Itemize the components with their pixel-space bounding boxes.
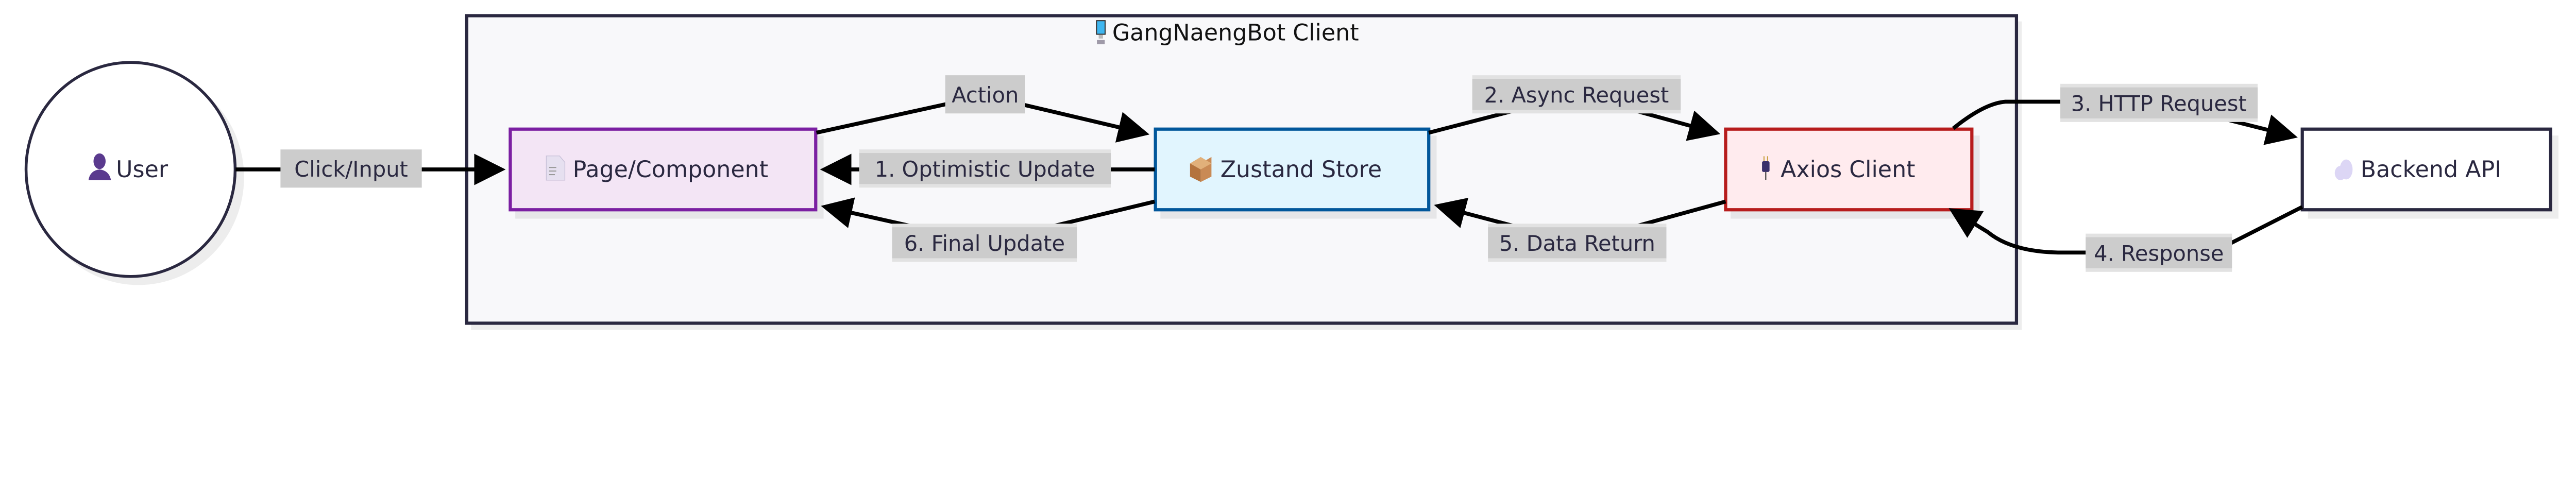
svg-text:3. HTTP Request: 3. HTTP Request	[2071, 91, 2247, 116]
document-icon	[546, 155, 566, 181]
svg-text:1. Optimistic Update: 1. Optimistic Update	[875, 157, 1095, 182]
node-user[interactable]: User	[24, 61, 244, 285]
svg-text:4. Response: 4. Response	[2094, 241, 2224, 266]
electric-plug-icon	[1762, 156, 1770, 180]
edge-label-response: 4. Response	[2086, 233, 2232, 272]
node-backend-api[interactable]: Backend API	[2300, 127, 2558, 219]
person-silhouette-icon	[88, 153, 111, 180]
node-page-component[interactable]: Page/Component	[509, 127, 824, 219]
cloud-icon	[2334, 159, 2353, 180]
edge-label-optimistic-update: 1. Optimistic Update	[859, 149, 1111, 188]
node-axios-client[interactable]: Axios Client	[1724, 127, 1980, 219]
svg-text:Click/Input: Click/Input	[294, 157, 408, 182]
edge-label-action: Action	[945, 75, 1025, 114]
node-zustand-store[interactable]: Zustand Store	[1154, 127, 1437, 219]
desktop-computer-icon	[1096, 20, 1106, 44]
node-label: Page/Component	[573, 157, 768, 183]
node-label: Backend API	[2361, 157, 2502, 183]
svg-text:2. Async Request: 2. Async Request	[1484, 82, 1669, 108]
edge-label-final-update: 6. Final Update	[892, 224, 1077, 262]
svg-text:5. Data Return: 5. Data Return	[1499, 231, 1655, 256]
cluster-title: GangNaengBot Client	[1112, 20, 1359, 46]
svg-text:6. Final Update: 6. Final Update	[904, 231, 1065, 256]
svg-text:Action: Action	[952, 82, 1019, 108]
node-label: User	[116, 157, 168, 183]
package-icon	[1190, 157, 1212, 182]
flow-diagram: GangNaengBot Client User Page/Component …	[24, 14, 2558, 330]
edge-label-http-request: 3. HTTP Request	[2060, 83, 2258, 122]
edge-label-async-request: 2. Async Request	[1472, 75, 1681, 114]
edge-label-data-return: 5. Data Return	[1488, 224, 1667, 262]
edge-response	[1948, 205, 2303, 255]
edge-label-click-input: Click/Input	[280, 149, 422, 188]
node-label: Zustand Store	[1221, 157, 1382, 183]
node-label: Axios Client	[1781, 157, 1915, 183]
